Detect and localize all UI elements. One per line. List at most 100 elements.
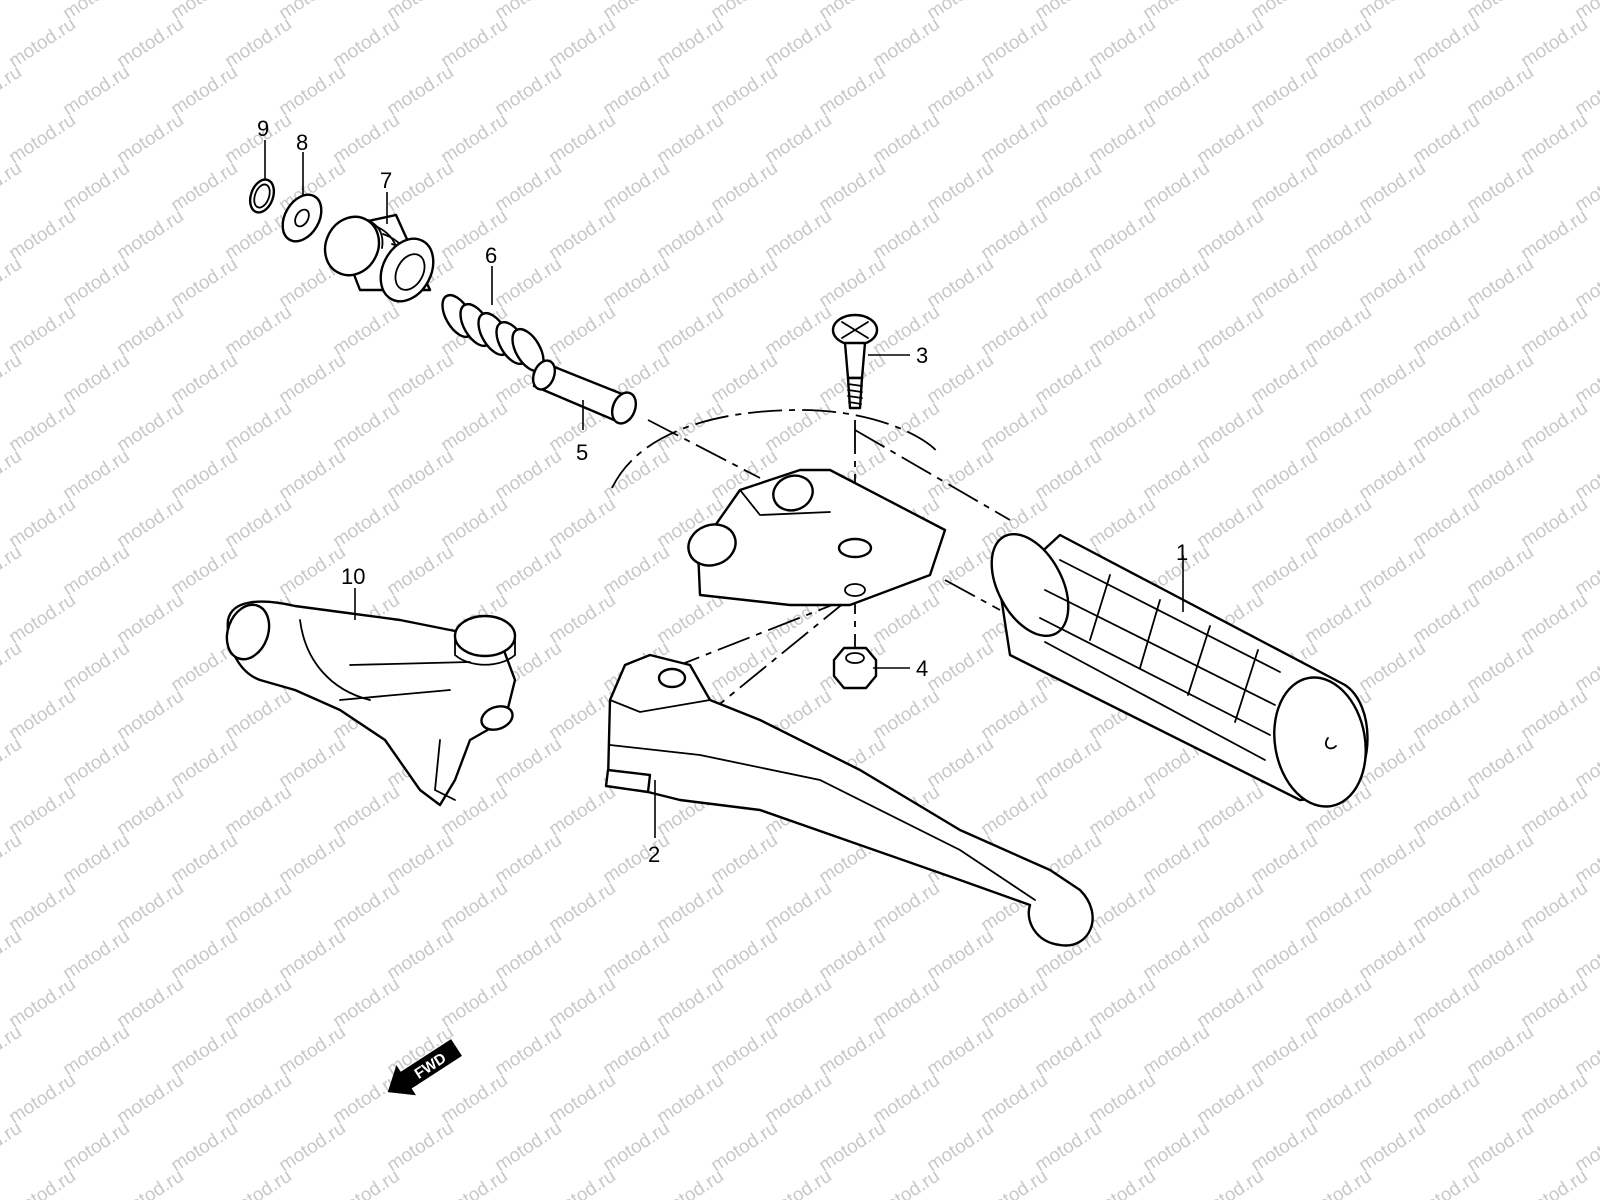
- watermark-text: motod.ru: [1193, 494, 1267, 552]
- watermark-text: motod.ru: [437, 206, 511, 264]
- watermark-text: motod.ru: [0, 446, 26, 504]
- watermark-text: motod.ru: [977, 14, 1051, 72]
- watermark-text: motod.ru: [1355, 446, 1429, 504]
- watermark-text: motod.ru: [1517, 206, 1591, 264]
- watermark-text: motod.ru: [167, 542, 241, 600]
- watermark-text: motod.ru: [1517, 302, 1591, 360]
- watermark-text: motod.ru: [59, 446, 133, 504]
- watermark-text: motod.ru: [653, 110, 727, 168]
- watermark-text: motod.ru: [1463, 350, 1537, 408]
- watermark-text: motod.ru: [1409, 1070, 1483, 1128]
- watermark-text: motod.ru: [653, 398, 727, 456]
- watermark-text: motod.ru: [599, 926, 673, 984]
- watermark-text: motod.ru: [1409, 686, 1483, 744]
- callout-1: 1: [1176, 540, 1188, 565]
- watermark-text: motod.ru: [599, 254, 673, 312]
- watermark-text: motod.ru: [1085, 14, 1159, 72]
- watermark-text: motod.ru: [1463, 926, 1537, 984]
- part-9-circlip: [248, 178, 276, 214]
- callout-9: 9: [257, 116, 269, 141]
- watermark-text: motod.ru: [545, 494, 619, 552]
- watermark-text: motod.ru: [491, 926, 565, 984]
- watermark-text: motod.ru: [221, 686, 295, 744]
- watermark-text: motod.ru: [1301, 590, 1375, 648]
- watermark-text: motod.ru: [1409, 206, 1483, 264]
- watermark-text: motod.ru: [545, 14, 619, 72]
- watermark-text: motod.ru: [1355, 542, 1429, 600]
- watermark-text: motod.ru: [383, 926, 457, 984]
- watermark-text: motod.ru: [167, 446, 241, 504]
- watermark-text: motod.ru: [707, 638, 781, 696]
- watermark-text: motod.ru: [1409, 1166, 1483, 1200]
- watermark-text: motod.ru: [815, 1118, 889, 1176]
- watermark-text: motod.ru: [1463, 830, 1537, 888]
- watermark-text: motod.ru: [491, 542, 565, 600]
- watermark-text: motod.ru: [329, 494, 403, 552]
- watermark-text: motod.ru: [869, 1166, 943, 1200]
- watermark-text: motod.ru: [1571, 1118, 1600, 1176]
- watermark-text: motod.ru: [1085, 1166, 1159, 1200]
- watermark-text: motod.ru: [869, 302, 943, 360]
- watermark-text: motod.ru: [275, 62, 349, 120]
- watermark-text: motod.ru: [383, 158, 457, 216]
- watermark-text: motod.ru: [1301, 206, 1375, 264]
- watermark-text: motod.ru: [707, 62, 781, 120]
- watermark-text: motod.ru: [1193, 398, 1267, 456]
- watermark-text: motod.ru: [221, 1070, 295, 1128]
- watermark-text: motod.ru: [5, 14, 79, 72]
- watermark-text: motod.ru: [0, 926, 26, 984]
- watermark-text: motod.ru: [1517, 1166, 1591, 1200]
- callout-10: 10: [341, 564, 365, 589]
- watermark-text: motod.ru: [5, 974, 79, 1032]
- watermark-text: motod.ru: [1301, 110, 1375, 168]
- part-10-lever-guard: [225, 600, 517, 807]
- watermark-text: motod.ru: [1301, 1070, 1375, 1128]
- part-6-spring: [441, 293, 545, 373]
- watermark-text: motod.ru: [1193, 14, 1267, 72]
- watermark-text: motod.ru: [329, 14, 403, 72]
- watermark-text: motod.ru: [1517, 1070, 1591, 1128]
- watermark-text: motod.ru: [1193, 302, 1267, 360]
- watermark-text: motod.ru: [167, 926, 241, 984]
- watermark-text: motod.ru: [545, 1166, 619, 1200]
- watermark-text: motod.ru: [761, 398, 835, 456]
- watermark-text: motod.ru: [869, 974, 943, 1032]
- watermark-text: motod.ru: [1517, 14, 1591, 72]
- watermark-text: motod.ru: [599, 158, 673, 216]
- watermark-text: motod.ru: [869, 590, 943, 648]
- watermark-text: motod.ru: [923, 158, 997, 216]
- watermark-text: motod.ru: [599, 1022, 673, 1080]
- watermark-text: motod.ru: [1247, 1118, 1321, 1176]
- watermark-text: motod.ru: [1409, 782, 1483, 840]
- watermark-text: motod.ru: [59, 158, 133, 216]
- part-3-bolt: [831, 313, 879, 410]
- watermark-text: motod.ru: [1355, 1022, 1429, 1080]
- watermark-text: motod.ru: [761, 1166, 835, 1200]
- watermark-text: motod.ru: [1031, 158, 1105, 216]
- watermark-text: motod.ru: [545, 110, 619, 168]
- watermark-text: motod.ru: [1571, 1022, 1600, 1080]
- watermark-text: motod.ru: [977, 1166, 1051, 1200]
- watermark-text: motod.ru: [1409, 398, 1483, 456]
- watermark-text: motod.ru: [1301, 14, 1375, 72]
- part-7-adjuster: [323, 213, 435, 303]
- watermark-text: motod.ru: [113, 782, 187, 840]
- watermark-text: motod.ru: [491, 830, 565, 888]
- part-2-lever: [604, 653, 1094, 947]
- watermark-text: motod.ru: [0, 350, 26, 408]
- callout-2: 2: [648, 842, 660, 867]
- watermark-text: motod.ru: [1031, 350, 1105, 408]
- watermark-text: motod.ru: [653, 878, 727, 936]
- watermark-text: motod.ru: [167, 158, 241, 216]
- watermark-text: motod.ru: [437, 494, 511, 552]
- watermark-text: motod.ru: [1247, 542, 1321, 600]
- watermark-text: motod.ru: [275, 734, 349, 792]
- watermark-text: motod.ru: [383, 62, 457, 120]
- watermark-text: motod.ru: [1571, 446, 1600, 504]
- watermark-text: motod.ru: [1193, 110, 1267, 168]
- watermark-text: motod.ru: [383, 1118, 457, 1176]
- watermark-text: motod.ru: [275, 350, 349, 408]
- watermark-text: motod.ru: [923, 638, 997, 696]
- watermark-text: motod.ru: [977, 110, 1051, 168]
- watermark-text: motod.ru: [59, 1022, 133, 1080]
